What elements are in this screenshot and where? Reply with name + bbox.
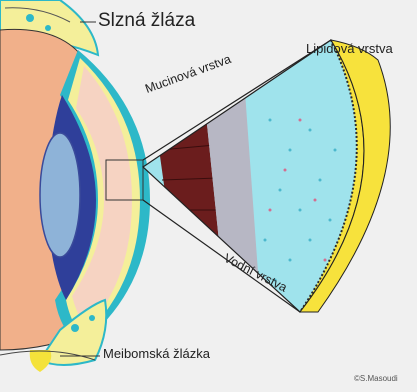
lens [40, 133, 80, 257]
copyright-text: ©S.Masoudi [354, 374, 398, 383]
lipid-layer-label: Lipidová vrstva [306, 41, 393, 56]
tear-gland-label: Slzná žláza [98, 10, 195, 32]
meibomian-gland-label: Meibomská žlázka [103, 346, 210, 361]
